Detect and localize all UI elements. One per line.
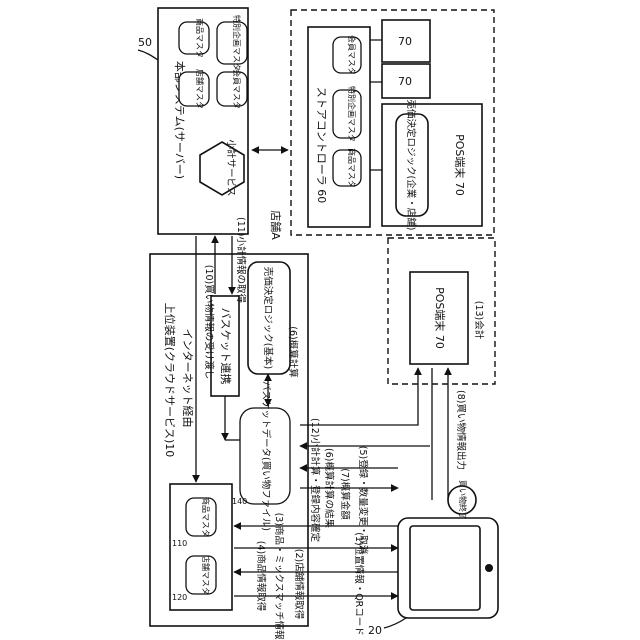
store-master-product: 商品マスタ [333, 148, 361, 188]
product-master-ref: 110 [172, 539, 187, 548]
server-ref: 50 [138, 36, 152, 49]
server-master-member: 会員マスタ [217, 69, 247, 109]
server-master-special: 特別企画マスタ [217, 15, 247, 71]
svg-text:小計サービス: 小計サービス [225, 139, 237, 196]
cloud-title: 上位装置(クラウドサービス)10 [163, 303, 177, 458]
basket-data-ref: 140 [232, 497, 247, 506]
step-4-label: (4)商品情報取得 [255, 541, 267, 612]
cloud-product-master: 商品マスタ [186, 497, 216, 537]
step-13-label: (13)会計 [473, 301, 485, 340]
subtotal-service: 小計サービス [200, 139, 244, 196]
basket-link-label: バスケット連携 [219, 308, 233, 385]
device-home-button [485, 564, 493, 572]
pos-pricing-label: 売価決定ロジック(企業・店舗) [405, 100, 417, 231]
pos-main-box [382, 104, 482, 226]
store-label: 店舗A [269, 210, 283, 240]
step-10-label: (10)買い物情報の受け渡し [203, 265, 215, 380]
store-controller-label: ストアコントローラ 60 [315, 87, 328, 204]
svg-text:70: 70 [398, 75, 412, 88]
step-3-label: (3)商品・ミックスマッチ情報 [273, 513, 285, 640]
device-ref: 20 [368, 624, 382, 637]
svg-text:特別企画マスタ: 特別企画マスタ [232, 15, 242, 71]
device-screen [410, 526, 480, 610]
svg-text:店舗マスタ: 店舗マスタ [195, 69, 205, 109]
step-2-label: (2)店舗情報取得 [293, 549, 305, 620]
server-master-store: 店舗マスタ [179, 69, 209, 109]
controller-pos-links [370, 40, 382, 170]
lower-pos-label: POS端末 70 [433, 287, 447, 349]
store-master-member: 会員マスタ [333, 35, 361, 75]
svg-text:70: 70 [398, 35, 412, 48]
server-master-product: 商品マスタ [179, 18, 209, 58]
pos-small-2: 70 [382, 64, 430, 98]
store-master-ref: 120 [172, 593, 187, 602]
svg-text:商品マスタ: 商品マスタ [195, 18, 205, 58]
server-ref-leader [138, 50, 158, 60]
step-6-label: (6)概算計算 [287, 326, 299, 377]
cloud-via-internet: インターネット経由 [181, 329, 195, 428]
store-area: 店舗A ストアコントローラ 60 会員マスタ 特別企画マスタ 商品マスタ 70 … [269, 10, 494, 240]
device-ref-leader [384, 618, 406, 628]
svg-text:店舗マスタ: 店舗マスタ [201, 555, 211, 595]
basket-data-label: バスケットデータ(買い物ファイル) [260, 381, 272, 531]
device-frame [398, 518, 498, 618]
store-master-special: 特別企画マスタ [333, 86, 361, 142]
step-7-label: (7)概算金額 [339, 468, 351, 520]
shopping-end-label: 買い物終了 [458, 480, 468, 520]
step-8-label: (8)買い物情報出力 [455, 390, 467, 470]
svg-text:会員マスタ: 会員マスタ [232, 69, 242, 109]
server-system: 本部システム(サーバー) 50 商品マスタ 特別企画マスタ 店舗マスタ 会員マス… [138, 8, 248, 234]
step-1-label: (1)位置情報・QRコード [353, 532, 365, 636]
base-pricing-label: 売価決定ロジック(基本) [262, 267, 274, 369]
svg-text:商品マスタ: 商品マスタ [347, 148, 357, 188]
lower-store-area: POS端末 70 (13)会計 [388, 238, 495, 384]
step-11-label: (11)小計情報の取得 [235, 217, 247, 304]
step-12-label: (12)小計計算・登録内容確定 [309, 418, 321, 543]
pos-small-1: 70 [382, 20, 430, 62]
svg-text:商品マスタ: 商品マスタ [201, 497, 211, 537]
svg-text:特別企画マスタ: 特別企画マスタ [347, 86, 357, 142]
step-12-arrow [300, 368, 418, 425]
svg-text:会員マスタ: 会員マスタ [347, 35, 357, 75]
pos-main-label: POS端末 70 [453, 134, 467, 196]
mobile-device: 20 [368, 518, 498, 637]
cloud-store-master: 店舗マスタ [186, 555, 216, 595]
